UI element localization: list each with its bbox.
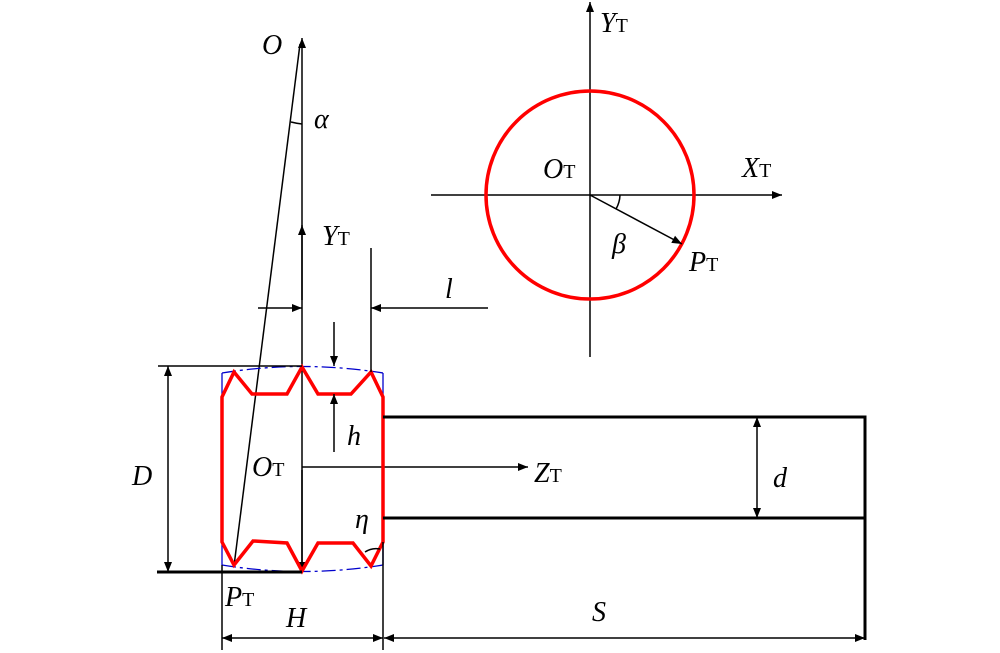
tool-cross-section-circle bbox=[484, 89, 696, 301]
label-x-top: XT bbox=[741, 153, 771, 184]
label-p-top: PT bbox=[688, 247, 718, 278]
label-beta: β bbox=[611, 229, 626, 260]
alpha-angle-arc bbox=[290, 121, 303, 125]
label-y-top: YT bbox=[600, 8, 628, 39]
label-alpha: α bbox=[314, 104, 330, 135]
label-d-diameter: D bbox=[131, 461, 152, 492]
label-z: ZT bbox=[534, 458, 562, 489]
cone-generatrix-line bbox=[233, 43, 301, 567]
label-eta: η bbox=[355, 504, 369, 535]
label-h: h bbox=[347, 421, 361, 452]
label-d-shaft: d bbox=[773, 463, 788, 494]
label-o-side: OT bbox=[252, 452, 284, 483]
beta-angle-arc bbox=[615, 194, 621, 210]
label-o: O bbox=[262, 30, 282, 61]
side-view: O α YT l h D OT ZT d η PT H S bbox=[131, 30, 867, 650]
label-l: l bbox=[445, 274, 453, 305]
label-h-width: H bbox=[285, 603, 308, 634]
cross-section-view: YT OT XT β PT bbox=[431, 2, 782, 357]
label-s: S bbox=[592, 597, 606, 628]
shaft-top-edge bbox=[383, 415, 867, 640]
label-y-side: YT bbox=[322, 221, 350, 252]
label-o-top: OT bbox=[543, 154, 575, 185]
label-p-side: PT bbox=[224, 582, 254, 613]
eta-angle-arc bbox=[364, 547, 381, 553]
radius-vector-pt bbox=[589, 194, 683, 245]
